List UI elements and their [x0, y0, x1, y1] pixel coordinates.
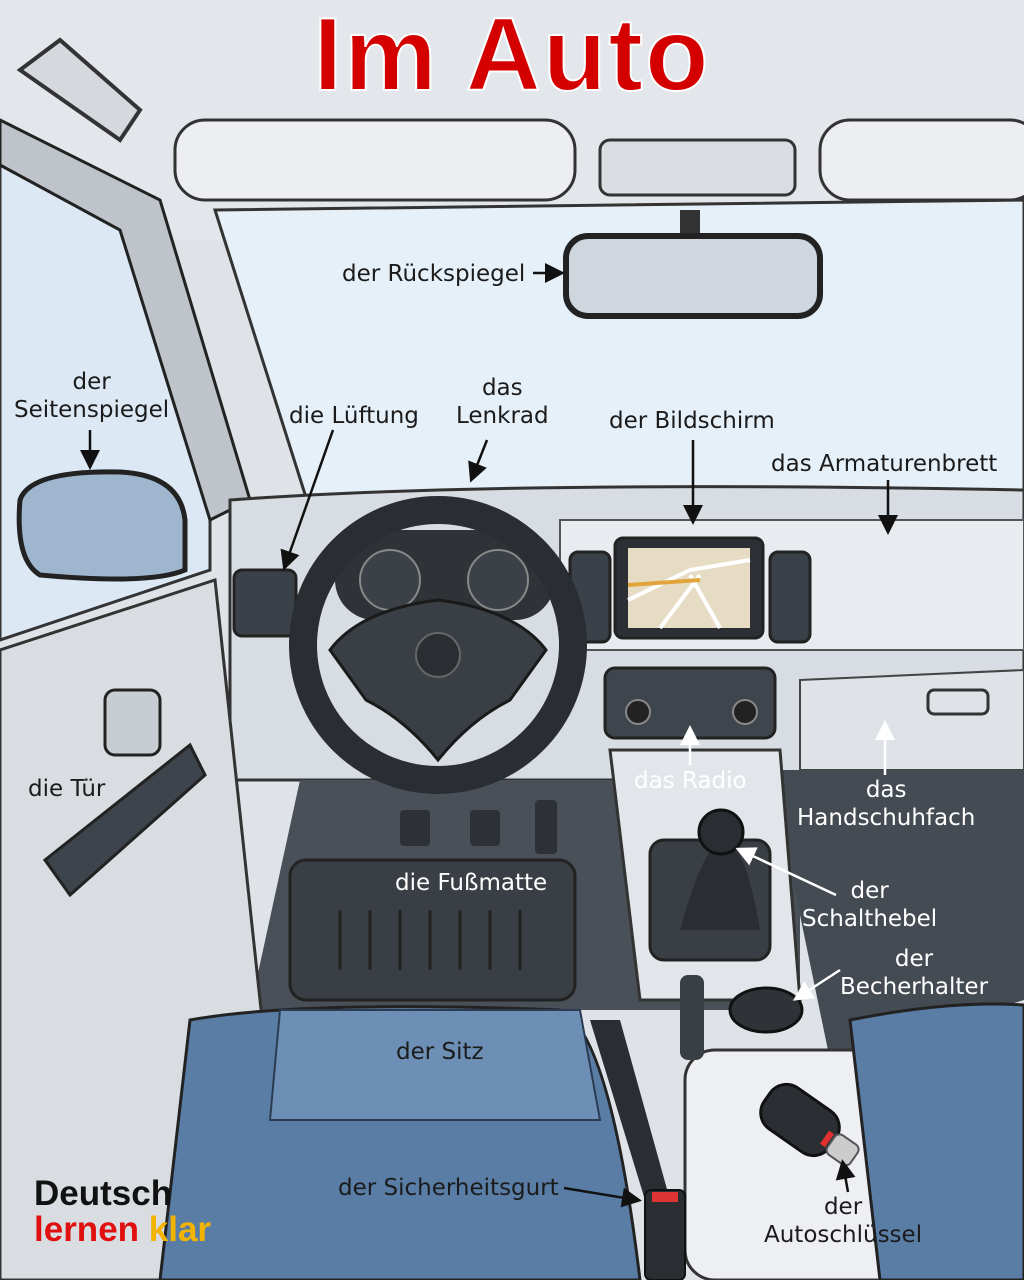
left-vent: [232, 568, 298, 638]
label-armaturenbrett: das Armaturenbrett: [771, 451, 998, 477]
logo-line2b: klar: [148, 1210, 212, 1249]
label-schalthebel: der Schalthebel: [802, 878, 938, 932]
label-tuer: die Tür: [28, 776, 106, 802]
label-rueckspiegel: der Rückspiegel: [342, 261, 526, 287]
door-handle: [103, 688, 162, 757]
logo-line1: Deutsch: [34, 1174, 173, 1213]
brand-logo: Deutsch lernen klar: [34, 1176, 211, 1248]
side-mirror: [16, 469, 188, 582]
label-sicherheitsgurt: der Sicherheitsgurt: [338, 1175, 559, 1201]
label-bildschirm: der Bildschirm: [609, 408, 775, 434]
label-sitz: der Sitz: [396, 1039, 484, 1065]
label-radio: das Radio: [634, 768, 747, 794]
center-vent-right: [768, 550, 812, 644]
label-autoschluessel: der Autoschlüssel: [764, 1194, 923, 1248]
glovebox: [799, 668, 1024, 771]
car-key: [759, 1082, 860, 1167]
steering-wheel: [289, 496, 587, 794]
seat-belt: [590, 1020, 670, 1200]
dome-light: [598, 138, 797, 197]
belt-buckle: [644, 1189, 686, 1280]
a-pillar: [0, 118, 252, 523]
grab-handle: [16, 37, 143, 143]
gear-knob: [697, 808, 745, 856]
handbrake: [680, 975, 704, 1060]
label-lenkrad: das Lenkrad: [456, 375, 549, 429]
label-lueftung: die Lüftung: [289, 403, 419, 429]
floor-mat: [288, 858, 577, 1002]
rearview-mirror: [563, 233, 823, 319]
label-handschuhfach: das Handschuhfach: [797, 777, 976, 831]
label-fussmatte: die Fußmatte: [395, 870, 548, 896]
cup-holder: [728, 986, 804, 1034]
label-seitenspiegel: der Seitenspiegel: [14, 369, 170, 423]
label-becherhalter: der Becherhalter: [840, 946, 989, 1000]
window-switch-panel: [42, 742, 207, 898]
sun-visor-left: [173, 118, 577, 202]
logo-line2a: lernen: [34, 1210, 140, 1249]
sun-visor-right: [818, 118, 1024, 202]
page-title: Im Auto: [312, 0, 711, 114]
